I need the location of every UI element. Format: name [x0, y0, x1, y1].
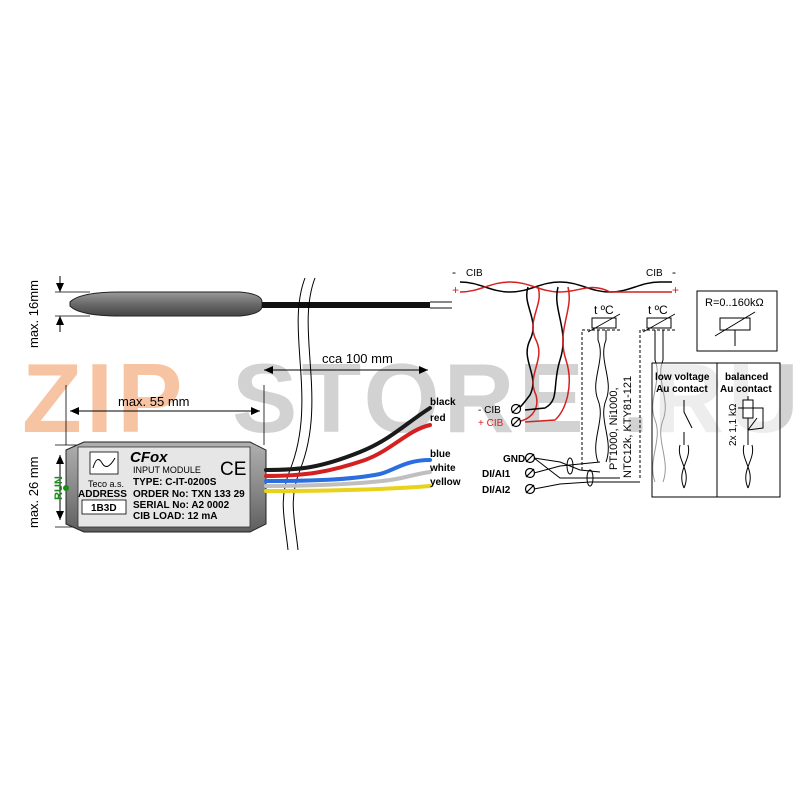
wire-labels: black red blue white yellow — [429, 397, 461, 488]
run-led-icon — [63, 485, 69, 491]
balanced-resistor-icon — [738, 396, 764, 489]
terminal-labels: - CIB + CIB GND DI/AI1 DI/AI2 — [478, 405, 525, 496]
wire-red — [264, 423, 432, 478]
teco-logo-icon — [89, 451, 119, 475]
sensor-types-line1: PT1000, Ni1000, — [608, 387, 620, 470]
temp-sensor-2: t ºC — [642, 303, 676, 333]
module-wires — [264, 406, 432, 493]
module-body: Teco a.s. CFox INPUT MODULE CE TYPE: C-I… — [53, 441, 267, 533]
width-label-55mm: max. 55 mm — [118, 394, 190, 409]
thin-module-side-view — [69, 291, 452, 317]
temp-sensor-1: t ºC — [587, 303, 621, 333]
cable-length-label: cca 100 mm — [322, 351, 393, 366]
low-voltage-line1: low voltage — [655, 372, 710, 383]
height-dimension-thin: max. 16mm — [26, 276, 90, 348]
height-label-26mm: max. 26 mm — [26, 456, 41, 528]
cib-right-label: CIB — [646, 268, 663, 279]
terminal-cib-minus-label: - CIB — [478, 405, 501, 416]
cib-load: CIB LOAD: 12 mA — [133, 511, 217, 522]
terminal-gnd-label: GND — [503, 454, 525, 465]
input-wiring — [533, 329, 675, 490]
wire-yellow — [264, 484, 432, 493]
terminal-di-ai2-label: DI/AI2 — [482, 485, 511, 496]
wire-label-red: red — [430, 413, 446, 424]
wire-black — [264, 406, 432, 472]
watermark-store: STORE — [232, 343, 588, 453]
run-label: RUN — [53, 476, 65, 500]
wire-white — [264, 470, 432, 488]
brand-name: CFox — [130, 449, 168, 466]
ce-mark: CE — [220, 459, 246, 480]
sensor-types-line2: NTC12k, KTY81-121 — [622, 376, 634, 478]
module-subtitle: INPUT MODULE — [133, 465, 201, 475]
cib-right-minus: - — [672, 265, 676, 279]
switch-contact-icon — [678, 400, 693, 489]
order-number: ORDER No: TXN 133 29 — [133, 489, 245, 500]
cib-left-label: CIB — [466, 268, 483, 279]
terminal-cib-plus-label: + CIB — [478, 418, 504, 429]
sensor-types: PT1000, Ni1000, NTC12k, KTY81-121 — [608, 376, 634, 478]
cable-length-dimension: cca 100 mm — [264, 351, 428, 374]
cib-left-plus: + — [452, 283, 459, 297]
serial-number: SERIAL No: A2 0002 — [133, 500, 230, 511]
balanced-line1: balanced — [725, 372, 768, 383]
wire-blue — [264, 458, 432, 483]
height-dimension-module: max. 26 mm — [26, 444, 90, 528]
resistance-label: R=0..160kΩ — [705, 297, 764, 309]
balanced-line2: Au contact — [720, 384, 772, 395]
height-label-16mm: max. 16mm — [26, 280, 41, 348]
address-label: ADDRESS — [78, 489, 127, 500]
cib-left-minus: - — [452, 265, 456, 279]
width-dimension-module: max. 55 mm — [65, 385, 265, 445]
module-type: TYPE: C-IT-0200S — [133, 477, 217, 488]
cib-right-plus: + — [672, 283, 679, 297]
maker-name: Teco a.s. — [88, 479, 124, 489]
cib-bus-labels: CIB - + CIB - + — [452, 265, 679, 297]
wire-label-black: black — [430, 397, 456, 408]
temp-sensor-1-label: t ºC — [594, 303, 614, 317]
watermark-zip: ZIP — [22, 343, 186, 453]
wire-label-white: white — [429, 463, 456, 474]
cable-break-lines — [282, 277, 316, 551]
wire-label-yellow: yellow — [430, 477, 461, 488]
resistance-box: R=0..160kΩ — [696, 290, 778, 352]
address-box — [81, 499, 127, 515]
low-voltage-line2: Au contact — [656, 384, 708, 395]
wire-label-blue: blue — [430, 449, 451, 460]
balanced-value: 2x 1,1 kΩ — [728, 403, 739, 446]
cib-bus-schematic — [459, 281, 672, 423]
thin-cable — [262, 302, 430, 308]
terminal-di-ai1-label: DI/AI1 — [482, 469, 511, 480]
address-value: 1B3D — [91, 503, 117, 514]
temp-sensor-2-label: t ºC — [648, 303, 668, 317]
contact-boxes: low voltage Au contact balanced Au conta… — [651, 362, 781, 498]
